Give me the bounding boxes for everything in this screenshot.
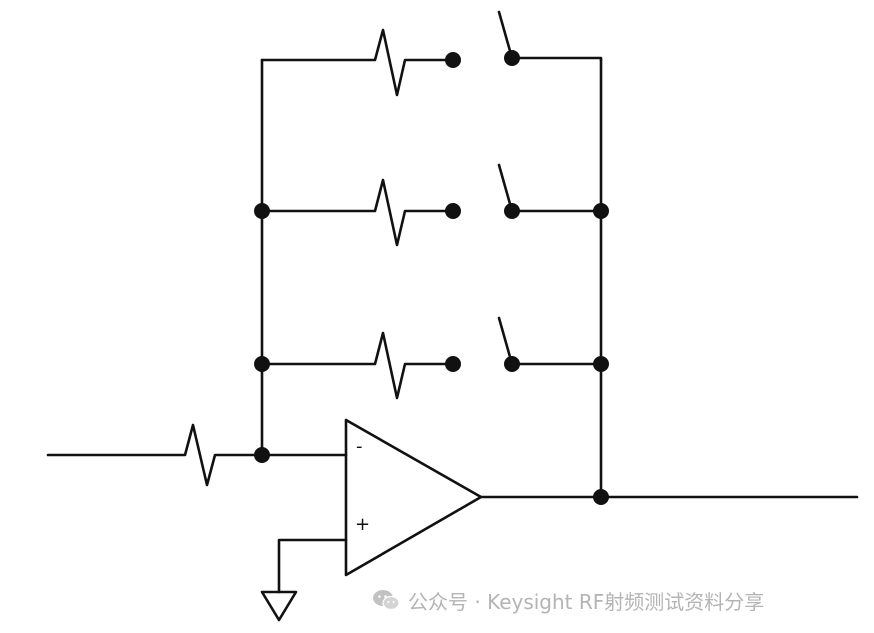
feedback-resistor-3 xyxy=(260,331,455,400)
left-junction-dot-2 xyxy=(254,203,270,219)
switch-contact-right-2 xyxy=(504,203,520,219)
switch-contact-right-1 xyxy=(504,50,520,66)
feedback-resistor-1 xyxy=(260,28,455,97)
ground-wire xyxy=(277,538,348,594)
opamp-triangle xyxy=(344,418,483,577)
right-junction-dot-3 xyxy=(593,356,609,372)
feedback-resistor-2 xyxy=(260,178,455,247)
switch-contact-left-2 xyxy=(445,203,461,219)
input-wire xyxy=(46,423,264,487)
watermark-text: 公众号 · Keysight RF射频测试资料分享 xyxy=(408,589,765,614)
feedback-switch-1 xyxy=(497,10,603,62)
input-junction-dot xyxy=(254,447,270,463)
ground-symbol xyxy=(260,590,298,622)
output-junction-dot xyxy=(593,489,609,505)
right-junction-dot-2 xyxy=(593,203,609,219)
switch-contact-left-3 xyxy=(445,356,461,372)
watermark: 公众号 · Keysight RF射频测试资料分享 xyxy=(372,585,764,615)
noninverting-input-sign: + xyxy=(355,514,370,535)
wechat-icon xyxy=(373,590,400,611)
switch-contact-right-3 xyxy=(504,356,520,372)
switch-contact-left-1 xyxy=(445,52,461,68)
inverting-input-sign: - xyxy=(356,436,363,457)
left-junction-dot-3 xyxy=(254,356,270,372)
